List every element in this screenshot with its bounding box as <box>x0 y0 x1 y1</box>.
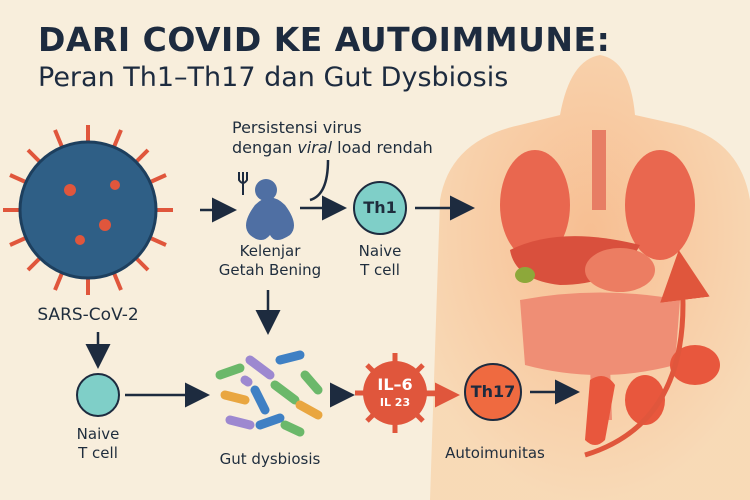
gallbladder <box>515 267 535 283</box>
lung-right <box>625 150 695 260</box>
persistence-annotation: Persistensi virus dengan viral load rend… <box>232 118 433 158</box>
th1-naive-label-2: T cell <box>360 261 400 279</box>
naive-t-cell-label: Naive T cell <box>58 425 138 463</box>
il6-label: IL–6 <box>377 375 413 394</box>
gut-dysbiosis-label: Gut dysbiosis <box>219 450 321 468</box>
flow-arrows <box>85 159 580 408</box>
th1-label: Th1 <box>363 198 397 217</box>
th17-cell <box>464 363 522 421</box>
cytokine-il6-icon <box>355 353 435 433</box>
lymph-node-label-1: Kelenjar <box>239 242 301 260</box>
naive-t-cell <box>76 373 120 417</box>
annotation-line-2: dengan viral load rendah <box>232 138 433 158</box>
th1-naive-label-1: Naive <box>358 242 402 260</box>
virus-label: SARS-CoV-2 <box>37 305 139 325</box>
annotation-prefix: dengan <box>232 138 298 157</box>
autoimmunity-label: Autoimunitas <box>445 444 545 462</box>
intestines <box>520 292 680 375</box>
feedback-arrow <box>584 250 710 458</box>
stomach <box>585 248 655 292</box>
th17-label: Th17 <box>470 382 516 401</box>
il23-label: IL 23 <box>379 396 411 409</box>
th1-cell <box>353 181 407 235</box>
lung-left <box>500 150 570 260</box>
trachea <box>592 130 606 210</box>
affected-organs-icon <box>585 345 720 445</box>
gut-bacteria-icon <box>215 350 323 437</box>
th1-naive-label: Naive T cell <box>340 242 420 280</box>
annotation-line-1: Persistensi virus <box>232 118 362 137</box>
title-line-2: Peran Th1–Th17 dan Gut Dysbiosis <box>38 62 509 93</box>
annotation-suffix: load rendah <box>332 138 433 157</box>
sars-cov-2-virus-icon <box>3 125 173 295</box>
naive-label-1: Naive <box>76 425 120 443</box>
title-line-1: DARI COVID KE AUTOIMMUNE: <box>38 20 611 59</box>
lymph-node-label-2: Getah Bening <box>218 261 322 279</box>
naive-label-2: T cell <box>78 444 118 462</box>
lymph-node-icon <box>238 172 294 240</box>
annotation-italic: viral <box>297 138 333 157</box>
lymph-node-label: Kelenjar Getah Bening <box>210 242 330 280</box>
